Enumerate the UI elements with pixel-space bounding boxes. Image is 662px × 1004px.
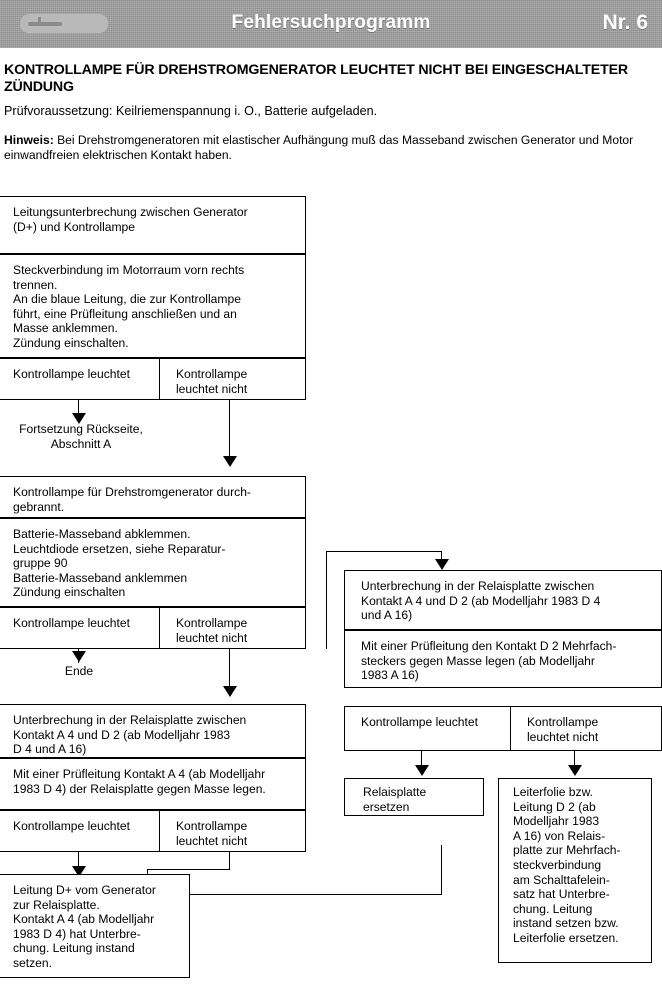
flow-action-text-2: Batterie-Masseband abklemmen. Leuchtdiod… <box>13 527 226 600</box>
connector-4-yes-line <box>421 751 422 774</box>
flow-fault-text-4: Unterbrechung in der Relaisplatte zwisch… <box>361 579 601 623</box>
logo-tick-shape <box>38 17 41 22</box>
connector-3-yes-arrow <box>72 866 86 877</box>
connector-2-no-line <box>229 649 230 691</box>
connector-2-yes-arrow <box>72 651 86 662</box>
flow-action-text-1: Steckverbindung im Motorraum vorn rechts… <box>13 263 245 350</box>
connector-3-no-hline-bottom <box>147 894 442 895</box>
flow-result-text-right-a: Relaisplatte ersetzen <box>363 785 427 814</box>
connector-2-no-arrow <box>223 686 237 697</box>
flow-result-text-right-b: Leiterfolie bzw. Leitung D 2 (ab Modellj… <box>513 785 621 945</box>
flow-decision-1-no: Kontrollampe leuchtet nicht <box>158 359 305 399</box>
flow-fault-box-1: Leitungsunterbrechung zwischen Generator… <box>0 196 306 254</box>
flow-fault-box-2: Kontrollampe für Drehstromgenerator durc… <box>0 476 306 518</box>
flow-decision-row-4: Kontrollampe leuchtet Kontrollampe leuch… <box>344 706 662 751</box>
connector-4-yes-arrow <box>415 765 429 776</box>
flow-action-text-3: Mit einer Prüfleitung Kontakt A 4 (ab Mo… <box>13 767 266 796</box>
flow-fault-box-3: Unterbrechung in der Relaisplatte zwisch… <box>0 704 306 758</box>
page-title: KONTROLLAMPE FÜR DREHSTROMGENERATOR LEUC… <box>4 62 628 95</box>
connector-right-branch-arrow <box>435 559 449 570</box>
connector-1-yes-arrow <box>72 413 86 424</box>
connector-4-no-arrow <box>568 765 582 776</box>
connector-3-no-hline-top <box>147 869 230 870</box>
flow-decision-row-2: Kontrollampe leuchtet Kontrollampe leuch… <box>0 607 306 649</box>
precondition-text: Prüfvoraussetzung: Keilriemenspannung i.… <box>4 104 378 118</box>
flow-decision-2-no: Kontrollampe leuchtet nicht <box>158 608 305 648</box>
connector-3-no-vline-right <box>441 845 442 894</box>
flow-decision-4-no: Kontrollampe leuchtet nicht <box>509 707 661 750</box>
flow-action-text-4: Mit einer Prüfleitung den Kontakt D 2 Me… <box>361 639 617 683</box>
flow-action-box-2: Batterie-Masseband abklemmen. Leuchtdiod… <box>0 518 306 607</box>
flow-result-text-left: Leitung D+ vom Generator zur Relaisplatt… <box>13 883 156 970</box>
flow-fault-text-3: Unterbrechung in der Relaisplatte zwisch… <box>13 713 247 757</box>
flow-label-end: Ende <box>64 664 94 678</box>
connector-3-no-vline <box>229 852 230 869</box>
flow-action-box-3: Mit einer Prüfleitung Kontakt A 4 (ab Mo… <box>0 758 306 810</box>
connector-1-no-arrow <box>223 456 237 467</box>
flow-fault-box-4: Unterbrechung in der Relaisplatte zwisch… <box>344 570 662 630</box>
manufacturer-logo-icon <box>20 14 108 33</box>
flow-decision-2-yes: Kontrollampe leuchtet <box>13 616 130 630</box>
flow-fault-text-2: Kontrollampe für Drehstromgenerator durc… <box>13 485 251 514</box>
flow-decision-3-yes: Kontrollampe leuchtet <box>13 819 130 833</box>
flow-result-box-right-a: Relaisplatte ersetzen <box>344 778 484 816</box>
connector-4-no-line <box>574 751 575 774</box>
flow-decision-1-yes: Kontrollampe leuchtet <box>13 367 130 381</box>
connector-1-yes-line <box>78 400 79 416</box>
connector-right-branch-vline-b <box>441 551 442 564</box>
note-label: Hinweis: <box>4 133 54 147</box>
flow-decision-row-3: Kontrollampe leuchtet Kontrollampe leuch… <box>0 810 306 852</box>
connector-3-yes-line <box>78 852 79 872</box>
logo-bar-shape <box>28 22 62 26</box>
flow-decision-3-no: Kontrollampe leuchtet nicht <box>158 811 305 851</box>
flow-result-box-left: Leitung D+ vom Generator zur Relaisplatt… <box>0 874 190 978</box>
connector-right-branch-vline-a <box>326 551 327 649</box>
connector-1-no-line <box>229 400 230 459</box>
page-header-title: Fehlersuchprogramm <box>231 12 431 33</box>
flow-decision-row-1: Kontrollampe leuchtet Kontrollampe leuch… <box>0 358 306 400</box>
flow-action-box-4: Mit einer Prüfleitung den Kontakt D 2 Me… <box>344 630 662 688</box>
note-text: Hinweis: Bei Drehstromgeneratoren mit el… <box>4 133 658 162</box>
note-body: Bei Drehstromgeneratoren mit elastischer… <box>4 133 634 162</box>
page-header-number: Nr. 6 <box>602 11 648 34</box>
flow-result-box-right-b: Leiterfolie bzw. Leitung D 2 (ab Modellj… <box>498 778 652 963</box>
flow-fault-text-1: Leitungsunterbrechung zwischen Generator… <box>13 205 248 234</box>
flow-decision-4-yes: Kontrollampe leuchtet <box>361 715 478 729</box>
flow-label-continue: Fortsetzung Rückseite, Abschnitt A <box>19 422 143 451</box>
connector-right-branch-hline <box>326 551 441 552</box>
header-bar: Fehlersuchprogramm Nr. 6 <box>0 0 662 48</box>
flow-action-box-1: Steckverbindung im Motorraum vorn rechts… <box>0 254 306 358</box>
